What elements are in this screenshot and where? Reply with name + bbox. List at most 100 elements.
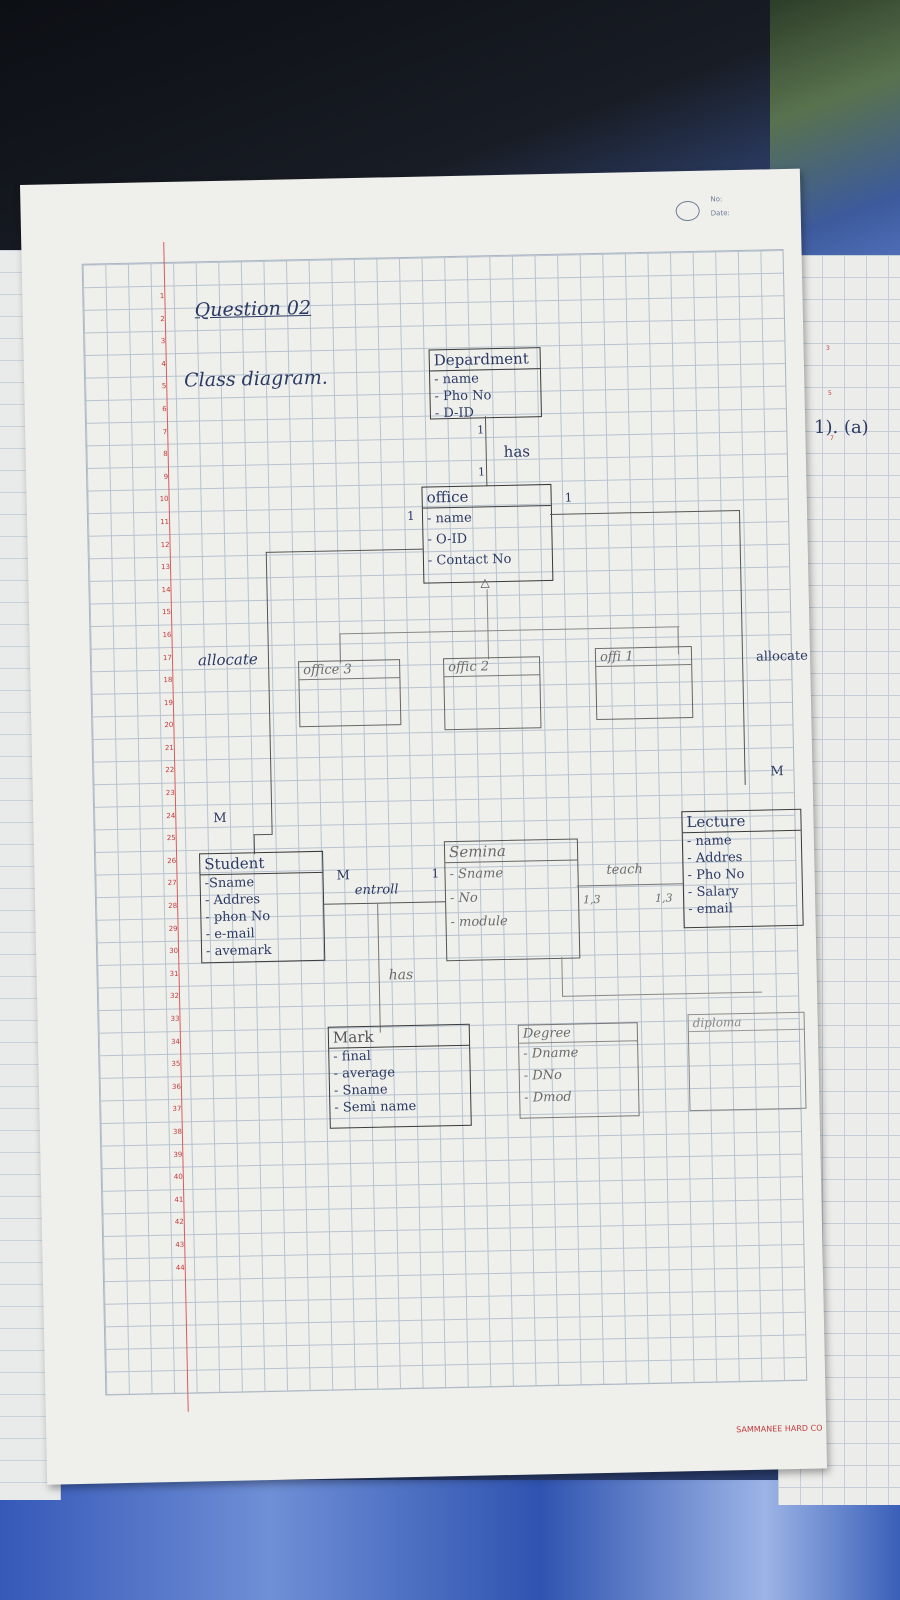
line-number: 2 bbox=[160, 314, 165, 323]
office3-class-name: office 3 bbox=[299, 660, 400, 681]
line-number: 40 bbox=[173, 1172, 183, 1182]
line-number: 4 bbox=[161, 359, 166, 368]
lecturer-class-name: Lecture bbox=[682, 809, 801, 834]
line-number: 15 bbox=[161, 608, 172, 617]
allocate-right-label: allocate bbox=[755, 648, 809, 665]
fabric-bottom bbox=[0, 1480, 900, 1600]
degree-attr: - Dmod bbox=[524, 1089, 572, 1106]
lecturer-multiplicity: M bbox=[770, 764, 784, 780]
line-number: 43 bbox=[175, 1240, 185, 1249]
line-number: 5 bbox=[161, 382, 167, 391]
line-number: 38 bbox=[172, 1127, 182, 1136]
office3-class: office 3 bbox=[298, 659, 402, 728]
department-class: Depardment - name - Pho No - D-ID bbox=[428, 347, 542, 421]
student-class-name: Student bbox=[200, 851, 323, 876]
line-number: 25 bbox=[166, 834, 176, 843]
line-number: 9 bbox=[163, 472, 169, 481]
line-number: 37 bbox=[172, 1105, 182, 1114]
degree-attr: - Dname bbox=[523, 1045, 579, 1062]
degree-class: Degree - Dname - DNo - Dmod bbox=[517, 1022, 640, 1119]
office-attr: - name bbox=[426, 510, 472, 527]
office-attr: - O-ID bbox=[427, 531, 468, 548]
seminar-attr: - module bbox=[450, 913, 508, 931]
notebook-logo-icon bbox=[675, 200, 700, 222]
line-number: 22 bbox=[165, 766, 175, 775]
header-fields: No: Date: bbox=[710, 192, 730, 220]
line-number: 42 bbox=[174, 1218, 184, 1227]
department-class-name: Depardment bbox=[429, 348, 540, 372]
student-enroll-multiplicity: M bbox=[336, 868, 351, 884]
line-number: 29 bbox=[168, 924, 178, 933]
question-title: Question 02 bbox=[194, 296, 312, 322]
allocate-left-label: allocate bbox=[197, 650, 258, 670]
brand-label: SAMMANEE HARD CO bbox=[736, 1423, 823, 1435]
lecturer-class: Lecture - name - Addres - Pho No - Salar… bbox=[681, 808, 804, 929]
line-number: 10 bbox=[159, 495, 169, 504]
line-number: 3 bbox=[160, 337, 166, 346]
line-number: 20 bbox=[164, 721, 174, 730]
line-number: 16 bbox=[162, 630, 172, 640]
header-date: Date: bbox=[710, 209, 730, 218]
line-number: 11 bbox=[160, 517, 170, 527]
line-number: 28 bbox=[168, 901, 178, 911]
line-number: 18 bbox=[163, 676, 173, 685]
office-left-multiplicity: 1 bbox=[406, 508, 415, 523]
line-number: 35 bbox=[171, 1060, 181, 1069]
office-class: office - name - O-ID - Contact No bbox=[421, 483, 554, 584]
has-mark-label: has bbox=[388, 966, 414, 984]
teach-label: teach bbox=[606, 862, 643, 878]
inheritance-arrow-icon: △ bbox=[480, 575, 490, 590]
office2-class-name: offic 2 bbox=[444, 657, 540, 678]
diploma-class: diploma bbox=[687, 1011, 807, 1112]
right-page-label: 1). (a) bbox=[814, 417, 869, 438]
seminar-class-name: Semina bbox=[444, 839, 578, 864]
line-number: 33 bbox=[170, 1014, 180, 1024]
line-number: 26 bbox=[167, 856, 177, 865]
diploma-class-name: diploma bbox=[688, 1012, 804, 1033]
student-class: Student -Sname - Addres - phon No - e-ma… bbox=[199, 850, 326, 964]
line-number: 23 bbox=[165, 788, 175, 798]
mark-class: Mark - final - average - Sname - Semi na… bbox=[327, 1023, 472, 1129]
office-class-name: office bbox=[422, 484, 551, 509]
seminar-attr: - No bbox=[449, 890, 478, 907]
line-number: 31 bbox=[169, 969, 179, 978]
teach-right-multiplicity: 1,3 bbox=[654, 891, 673, 905]
enroll-label: entroll bbox=[354, 882, 399, 899]
office-right-multiplicity: 1 bbox=[564, 490, 573, 505]
teach-left-multiplicity: 1,3 bbox=[582, 892, 601, 907]
line-number: 7 bbox=[162, 427, 168, 436]
dept-multiplicity: 1 bbox=[477, 423, 485, 437]
office-attr: - Contact No bbox=[427, 551, 512, 569]
line-number: 13 bbox=[161, 563, 171, 572]
line-number: 17 bbox=[162, 653, 173, 662]
line-number: 44 bbox=[175, 1263, 185, 1272]
mark-attr: - Semi name bbox=[334, 1098, 417, 1116]
line-number: 12 bbox=[160, 540, 170, 549]
line-number: 34 bbox=[170, 1037, 181, 1046]
office2-class: offic 2 bbox=[443, 656, 542, 731]
line-number: 36 bbox=[171, 1082, 182, 1091]
seminar-class: Semina - Sname - No - module bbox=[443, 838, 581, 962]
lecturer-attr: - email bbox=[688, 901, 734, 918]
office1-class: offi 1 bbox=[594, 646, 694, 721]
line-number: 6 bbox=[162, 404, 167, 414]
seminar-enroll-multiplicity: 1 bbox=[431, 866, 440, 881]
line-number: 1 bbox=[159, 292, 165, 301]
line-number: 21 bbox=[164, 743, 174, 752]
office-multiplicity: 1 bbox=[477, 465, 486, 479]
header-no: No: bbox=[710, 195, 723, 204]
line-number: 39 bbox=[173, 1150, 183, 1159]
has-relation-label: has bbox=[503, 442, 531, 461]
line-number: 8 bbox=[163, 450, 168, 459]
line-number: 27 bbox=[167, 879, 177, 888]
mark-class-name: Mark bbox=[328, 1024, 470, 1049]
line-number: 32 bbox=[170, 992, 180, 1001]
diagram-subtitle: Class diagram. bbox=[183, 366, 329, 392]
line-number: 14 bbox=[161, 585, 171, 594]
office1-class-name: offi 1 bbox=[595, 647, 692, 668]
line-number: 24 bbox=[166, 811, 176, 820]
line-number: 41 bbox=[174, 1195, 184, 1204]
line-number: 19 bbox=[163, 698, 173, 707]
seminar-attr: - Sname bbox=[449, 866, 504, 883]
